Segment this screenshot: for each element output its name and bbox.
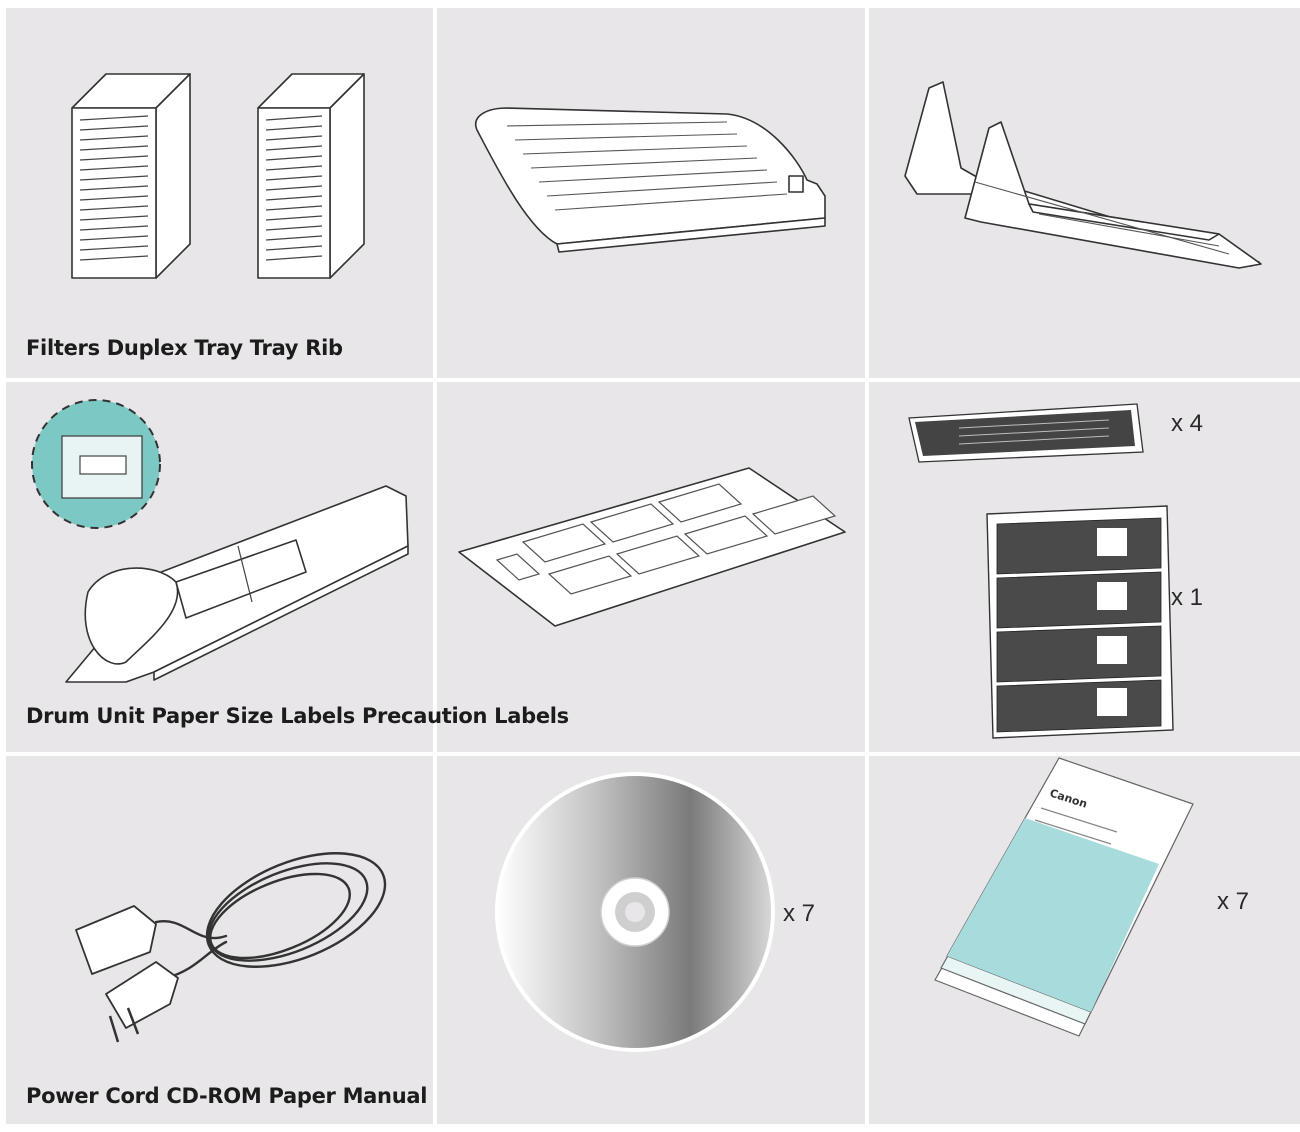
cell-drum-unit: Drum Unit Paper Size Labels Precaution L… [6, 382, 569, 752]
paper-manual-icon: Canon [934, 757, 1194, 1037]
drum-unit-icon [31, 399, 409, 683]
qty-precaution-small: x 4 [1171, 410, 1204, 437]
duplex-tray-icon [474, 107, 826, 253]
cd-rom-icon [495, 772, 775, 1052]
cell-paper-manual: Canon x 7 [869, 756, 1300, 1124]
qty-paper-manual: x 7 [1217, 888, 1250, 915]
cell-tray-rib [869, 8, 1300, 378]
cell-power-cord: Power Cord CD-ROM Paper Manual [6, 756, 433, 1124]
cell-filters: Filters Duplex Tray Tray Rib [6, 8, 433, 378]
row-label-2: Drum Unit Paper Size Labels Precaution L… [26, 704, 569, 728]
cell-paper-size-labels [437, 382, 865, 752]
cell-cd-rom: x 7 [437, 756, 865, 1124]
row-label-3: Power Cord CD-ROM Paper Manual [26, 1084, 428, 1108]
filter-icon [71, 73, 365, 279]
power-cord-icon [75, 852, 387, 1043]
precaution-labels-icon [908, 403, 1174, 739]
cell-duplex-tray [437, 8, 865, 378]
row-label-1: Filters Duplex Tray Tray Rib [26, 336, 343, 360]
qty-cd-rom: x 7 [783, 900, 816, 927]
cell-precaution-labels: x 4 x 1 [869, 382, 1300, 752]
accessory-grid: Filters Duplex Tray Tray Rib [6, 8, 1300, 1132]
qty-precaution-sheet: x 1 [1171, 584, 1204, 611]
tray-rib-icon [904, 81, 1262, 269]
paper-size-labels-icon [458, 467, 846, 627]
